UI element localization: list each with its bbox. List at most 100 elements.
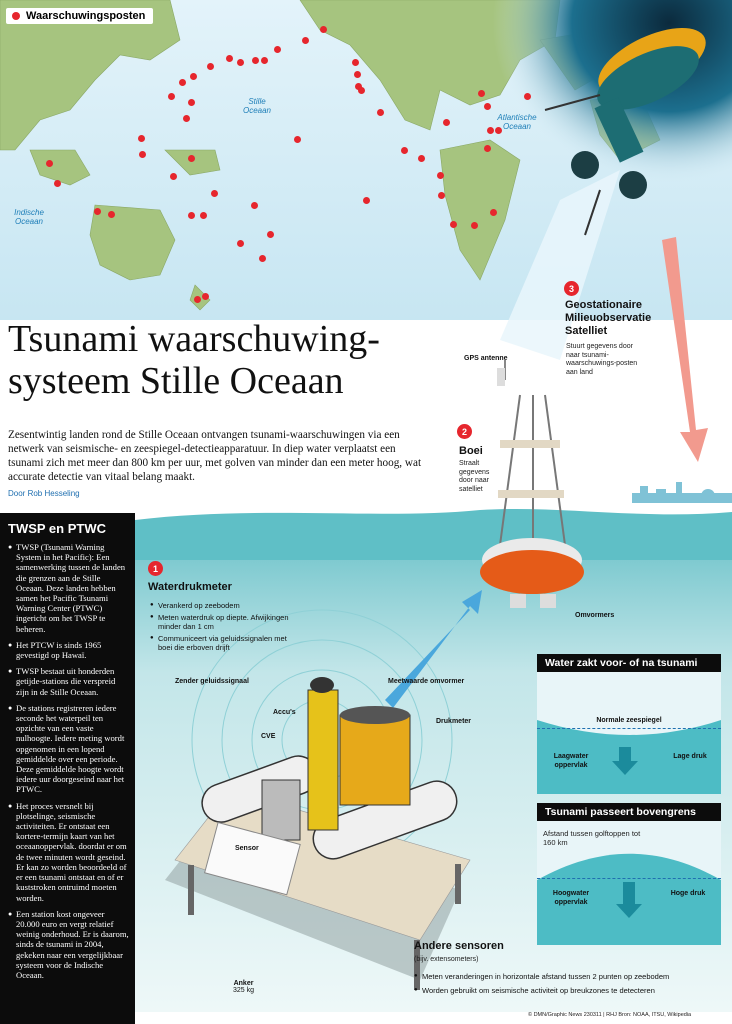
warning-post-marker-icon [251,202,258,209]
pressure-bullet: Meten waterdruk op diepte. Afwijkingen m… [150,613,300,631]
warning-post-marker-icon [183,115,190,122]
warning-post-marker-icon [495,127,502,134]
warning-post-marker-icon [320,26,327,33]
panel1-left-label: Laagwater oppervlak [553,753,589,769]
panel1-down-arrow-icon [619,747,631,761]
signal-arrow [385,590,482,708]
pressure-bullet: Verankerd op zeebodem [150,601,300,610]
sidebar-list: TWSP (Tsunami Warning System in het Paci… [0,542,135,980]
panel2-level-line [537,878,721,879]
warning-post-marker-icon [524,93,531,100]
warning-post-marker-icon [207,63,214,70]
title-line-2: systeem Stille Oceaan [8,360,344,402]
panel1-normal-level: Normale zeespiegel [596,717,662,724]
warning-post-marker-icon [237,59,244,66]
warning-post-marker-icon [54,180,61,187]
label-indian-ocean: Indische Oceaan [14,208,44,226]
warning-post-marker-icon [363,197,370,204]
warning-post-marker-icon [94,208,101,215]
other-sensors-bullet: Meten veranderingen in horizontale afsta… [414,972,724,981]
cve-label: CVE [261,733,276,740]
byline: Door Rob Hesseling [8,489,80,498]
transducers-label: Omvormers [575,612,615,619]
sidebar-item: TWSP bestaat uit honderden getijde-stati… [8,666,129,697]
legend-label: Waarschuwingsposten [26,10,146,22]
warning-post-marker-icon [450,221,457,228]
intro-text: Zesentwintig landen rond de Stille Oceaa… [8,429,422,483]
warning-post-marker-icon [418,155,425,162]
sidebar-item: Het proces versnelt bij plotselinge, sei… [8,801,129,903]
transmitter-label: Zender geluidssignaal [175,678,249,685]
map-legend: Waarschuwingsposten [6,8,154,24]
ocean-surface [135,508,732,570]
other-sensors-bullet: Worden gebruikt om seismische activiteit… [414,986,724,995]
sidebar-item: TWSP (Tsunami Warning System in het Paci… [8,542,129,634]
warning-post-marker-icon [211,190,218,197]
warning-post-marker-icon [252,57,259,64]
buoy-title: Boei [459,445,483,457]
warning-post-marker-icon [139,151,146,158]
anchor-label: Anker 325 kg [233,980,254,994]
warning-post-marker-icon [478,90,485,97]
panel1-level-line [537,728,721,729]
satellite-number-badge: 3 [564,281,579,296]
shore-silhouette [632,482,732,503]
anchor-label-text: Anker [233,980,254,987]
warning-post-marker-icon [170,173,177,180]
warning-post-marker-icon [490,209,497,216]
warning-post-marker-icon [190,73,197,80]
warning-post-marker-icon [352,59,359,66]
warning-post-marker-icon [188,212,195,219]
seabed-unit [165,677,471,990]
satellite-desc: Stuurt gegevens door naar tsunami-waarsc… [566,343,638,376]
pressure-bullet: Communiceert via geluidssignalen met boe… [150,634,300,652]
sidebar-item: Het PTCW is sinds 1965 gevestigd op Hawa… [8,640,129,660]
other-sensors-bullets: Meten veranderingen in horizontale afsta… [414,972,724,995]
warning-post-marker-icon [168,93,175,100]
warning-post-marker-icon [237,240,244,247]
panel2-title: Tsunami passeert bovengrens [537,803,721,821]
warning-post-marker-icon [179,79,186,86]
panel1-arrow-head-icon [612,761,638,775]
panel2-arrow-head-icon [616,904,642,918]
sidebar-item: De stations registreren iedere seconde h… [8,703,129,795]
page-title: Tsunami waarschuwing- systeem Stille Oce… [8,318,380,402]
warning-post-marker-icon [200,212,207,219]
warning-post-marker-icon [202,293,209,300]
warning-post-marker-icon [358,87,365,94]
panel2-right-label: Hoge druk [670,890,706,897]
warning-post-marker-icon [471,222,478,229]
satellite-to-shore-arrow [662,237,708,462]
gauge-label: Drukmeter [436,718,472,725]
satellite-illustration [544,27,706,236]
warning-post-marker-icon [355,83,362,90]
warning-post-marker-icon [487,127,494,134]
panel2-down-arrow-icon [623,882,635,904]
warning-post-marker-icon [484,103,491,110]
warning-post-marker-icon [188,99,195,106]
label-pacific-ocean: Stille Oceaan [242,97,272,115]
buoy-number-badge: 2 [457,424,472,439]
warning-post-marker-icon [438,192,445,199]
warning-post-marker-icon [302,37,309,44]
warning-post-marker-icon [484,145,491,152]
buoy-illustration [480,360,584,608]
pressure-number-badge: 1 [148,561,163,576]
panel1-title: Water zakt voor- of na tsunami [537,654,721,672]
warning-post-marker-icon [437,172,444,179]
warning-post-marker-icon [354,71,361,78]
warning-post-marker-icon [401,147,408,154]
warning-post-marker-icon [138,135,145,142]
panel1-right-label: Lage druk [673,753,707,760]
warning-post-marker-icon [12,12,20,20]
sensor-label: Sensor [235,845,259,852]
warning-post-marker-icon [108,211,115,218]
pressure-title: Waterdrukmeter [148,581,232,593]
sidebar-title: TWSP en PTWC [8,521,106,536]
warning-post-marker-icon [274,46,281,53]
credits: © DMN/Graphic News 230311 | RHJ Bron: NO… [528,1012,692,1018]
warning-post-marker-icon [377,109,384,116]
warning-post-marker-icon [259,255,266,262]
warning-post-marker-icon [194,296,201,303]
warning-post-marker-icon [294,136,301,143]
